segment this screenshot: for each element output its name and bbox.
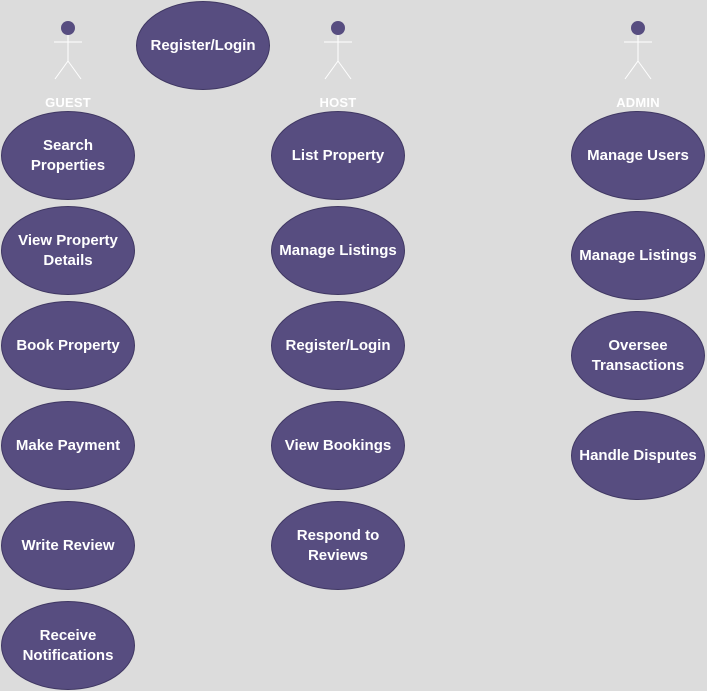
use-case-label: Register/Login <box>285 336 391 354</box>
use-case-search-properties[interactable]: Search Properties <box>1 111 135 200</box>
use-case-manage-users[interactable]: Manage Users <box>571 111 705 200</box>
use-case-write-review[interactable]: Write Review <box>1 501 135 590</box>
use-case-label: Write Review <box>21 536 115 554</box>
use-case-label: Manage Users <box>587 146 689 164</box>
use-case-manage-listings-host[interactable]: Manage Listings <box>271 206 405 295</box>
stick-figure-icon <box>624 21 652 80</box>
use-case-handle-disputes[interactable]: Handle Disputes <box>571 411 705 500</box>
use-case-label: Book Property <box>16 336 120 354</box>
use-case-label: Handle Disputes <box>579 446 697 464</box>
use-case-register-login[interactable]: Register/Login <box>136 1 270 90</box>
stick-figure-icon <box>324 21 352 80</box>
use-case-label: Register/Login <box>150 36 256 54</box>
actor-label-guest: GUEST <box>45 95 91 110</box>
use-case-manage-listings-admin[interactable]: Manage Listings <box>571 211 705 300</box>
use-case-respond-to-reviews[interactable]: Respond to Reviews <box>271 501 405 590</box>
actor-admin: ADMIN <box>598 9 678 110</box>
use-case-view-property-details[interactable]: View Property Details <box>1 206 135 295</box>
use-case-label: View Property Details <box>18 231 118 269</box>
use-case-label: Respond to Reviews <box>296 526 380 564</box>
use-case-view-bookings[interactable]: View Bookings <box>271 401 405 490</box>
use-case-label: Oversee Transactions <box>591 336 685 374</box>
use-case-label: Make Payment <box>15 436 121 454</box>
use-case-make-payment[interactable]: Make Payment <box>1 401 135 490</box>
use-case-label: Manage Listings <box>279 241 397 259</box>
actor-label-host: HOST <box>319 95 357 110</box>
use-case-list-property[interactable]: List Property <box>271 111 405 200</box>
use-case-label: View Bookings <box>284 436 392 454</box>
use-case-label: Search Properties <box>30 136 106 174</box>
use-case-label: List Property <box>291 146 385 164</box>
use-case-oversee-transactions[interactable]: Oversee Transactions <box>571 311 705 400</box>
actor-host: HOST <box>298 9 378 110</box>
actor-label-admin: ADMIN <box>616 95 660 110</box>
stick-figure-icon <box>54 21 82 80</box>
use-case-label: Receive Notifications <box>22 626 114 664</box>
use-case-receive-notifications[interactable]: Receive Notifications <box>1 601 135 690</box>
use-case-book-property[interactable]: Book Property <box>1 301 135 390</box>
use-case-register-login-host[interactable]: Register/Login <box>271 301 405 390</box>
actor-guest: GUEST <box>28 9 108 110</box>
use-case-label: Manage Listings <box>579 246 697 264</box>
